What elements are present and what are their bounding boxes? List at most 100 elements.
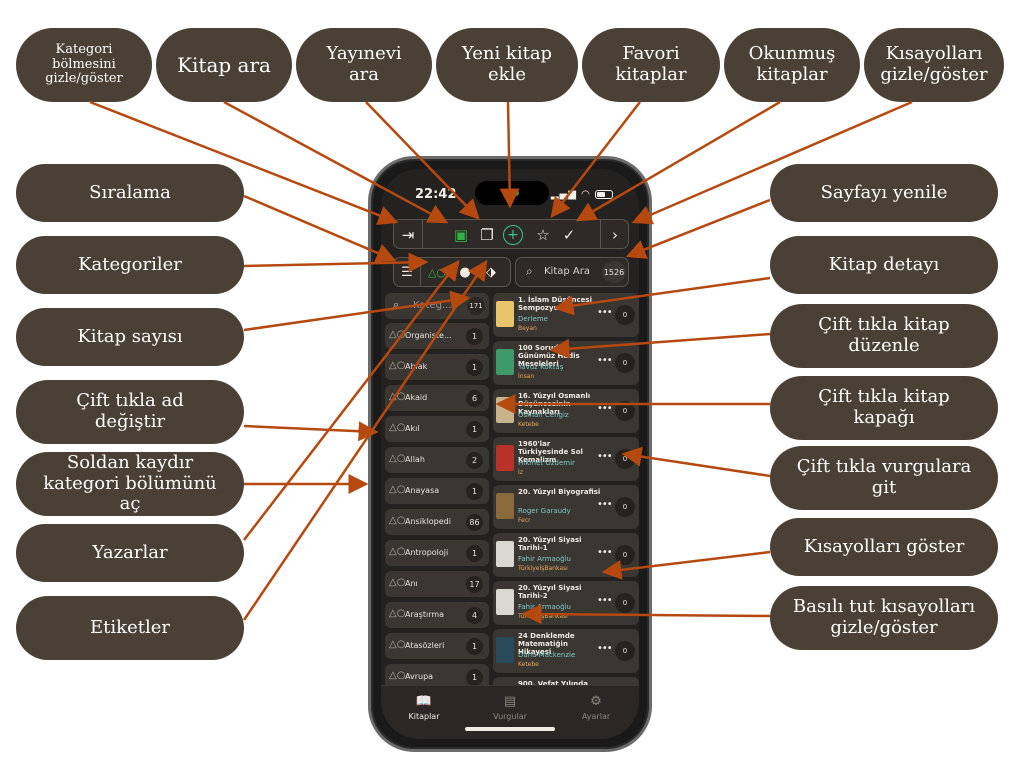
- book-publisher: İnsan: [518, 373, 535, 380]
- category-label: Anayasa: [405, 486, 440, 495]
- book-author: Roger Garaudy: [518, 507, 571, 515]
- more-dots-icon[interactable]: •••: [597, 307, 613, 318]
- refresh-count-badge[interactable]: 1526: [602, 261, 626, 283]
- more-dots-icon[interactable]: •••: [597, 643, 613, 654]
- callout-etiketler: Etiketler: [16, 596, 244, 660]
- book-cover[interactable]: [496, 637, 514, 663]
- book-item[interactable]: 16. Yüzyıl Osmanlı Düşüncesinin Kaynakla…: [493, 389, 639, 433]
- shapes-icon: △○: [389, 639, 406, 650]
- read-books-button[interactable]: ✓: [558, 224, 580, 246]
- book-cover[interactable]: [496, 301, 514, 327]
- highlight-count-badge[interactable]: 0: [615, 305, 635, 325]
- book-item[interactable]: 900. Vefat Yılında Uluslararası Gazzali …: [493, 677, 639, 685]
- book-title: 1960'lar Türkiyesinde Sol Kemalizm: [518, 440, 583, 465]
- more-dots-icon[interactable]: •••: [597, 499, 613, 510]
- callout-cift-tikla-ad: Çift tıkla ad değiştir: [16, 380, 244, 444]
- categories-button[interactable]: △○: [426, 261, 448, 283]
- book-search-input[interactable]: Kitap Ara: [544, 266, 590, 277]
- callout-kitap-sayisi: Kitap sayısı: [16, 308, 244, 366]
- callout-kategoriler: Kategoriler: [16, 236, 244, 294]
- book-title: 20. Yüzyıl Siyasi Tarihi-2: [518, 584, 582, 601]
- shapes-icon: △○: [389, 670, 406, 681]
- toggle-shortcuts-button[interactable]: ›: [604, 224, 626, 246]
- category-search[interactable]: ⌕ Kateg... 171: [385, 293, 489, 319]
- book-search[interactable]: ⌕ Kitap Ara 1526: [515, 257, 629, 287]
- callout-sayfayi-yenile: Sayfayı yenile: [770, 164, 998, 222]
- star-icon: ☆: [536, 226, 550, 244]
- book-cover[interactable]: [496, 445, 514, 471]
- shapes-icon: △○: [389, 391, 406, 402]
- highlight-count-badge[interactable]: 0: [615, 353, 635, 373]
- book-cover[interactable]: [496, 349, 514, 375]
- category-label: Ahlak: [405, 362, 428, 371]
- book-title: 20. Yüzyıl Biyografisi: [518, 488, 601, 496]
- category-label: Ansiklopedi: [405, 517, 451, 526]
- highlight-count-badge[interactable]: 0: [615, 401, 635, 421]
- more-dots-icon[interactable]: •••: [597, 451, 613, 462]
- more-dots-icon[interactable]: •••: [597, 403, 613, 414]
- callout-basili-tut: Basılı tut kısayolları gizle/göster: [770, 586, 998, 650]
- book-cover[interactable]: [496, 589, 514, 615]
- authors-button[interactable]: ●: [454, 261, 476, 283]
- category-count-badge: 1: [466, 328, 483, 345]
- person-icon: ●: [459, 264, 471, 280]
- book-author: Fahir Armaoğlu: [518, 555, 571, 563]
- sort-button[interactable]: ☰: [396, 261, 418, 283]
- more-dots-icon[interactable]: •••: [597, 595, 613, 606]
- book-publisher: Ketebe: [518, 661, 539, 668]
- search-publisher-button[interactable]: ❐: [476, 224, 498, 246]
- tab-highlights[interactable]: ▤ Vurgular: [475, 694, 545, 721]
- highlight-count-badge[interactable]: 0: [615, 641, 635, 661]
- callout-yeni-kitap: Yeni kitap ekle: [436, 28, 578, 102]
- tab-books[interactable]: 📖 Kitaplar: [389, 694, 459, 721]
- highlight-count-badge[interactable]: 0: [615, 449, 635, 469]
- tab-settings[interactable]: ⚙ Ayarlar: [561, 694, 631, 721]
- highlight-count-badge[interactable]: 0: [615, 497, 635, 517]
- shapes-icon: △○: [389, 422, 406, 433]
- add-book-button[interactable]: +: [502, 224, 524, 246]
- callout-kitap-ara: Kitap ara: [156, 28, 292, 102]
- category-search-input[interactable]: Kateg...: [413, 300, 452, 311]
- highlight-count-badge[interactable]: 0: [615, 593, 635, 613]
- highlight-count-badge[interactable]: 0: [615, 545, 635, 565]
- shapes-icon: △○: [389, 608, 406, 619]
- book-cover[interactable]: [496, 541, 514, 567]
- shapes-icon: △○: [389, 453, 406, 464]
- book-cover[interactable]: [496, 397, 514, 423]
- search-book-button[interactable]: ▣: [450, 224, 472, 246]
- list-icon: ☰: [401, 264, 413, 280]
- plus-circle-icon: +: [503, 225, 523, 245]
- category-item[interactable]: △○Organiste...1: [385, 323, 489, 349]
- book-publisher: Fecr: [518, 517, 531, 524]
- book-title: 900. Vefat Yılında Uluslararası Gazzali …: [518, 680, 589, 685]
- callout-yayinevi-ara: Yayınevi ara: [296, 28, 432, 102]
- more-dots-icon[interactable]: •••: [597, 355, 613, 366]
- toggle-category-panel-button[interactable]: ⇥: [397, 224, 419, 246]
- tags-button[interactable]: ⬗: [480, 261, 502, 283]
- category-count: 171: [467, 297, 485, 315]
- arrow-cift-tikla-ad: [243, 421, 379, 442]
- book-cover[interactable]: [496, 493, 514, 519]
- more-dots-icon[interactable]: •••: [597, 547, 613, 558]
- favorites-button[interactable]: ☆: [532, 224, 554, 246]
- callout-siralama: Sıralama: [16, 164, 244, 222]
